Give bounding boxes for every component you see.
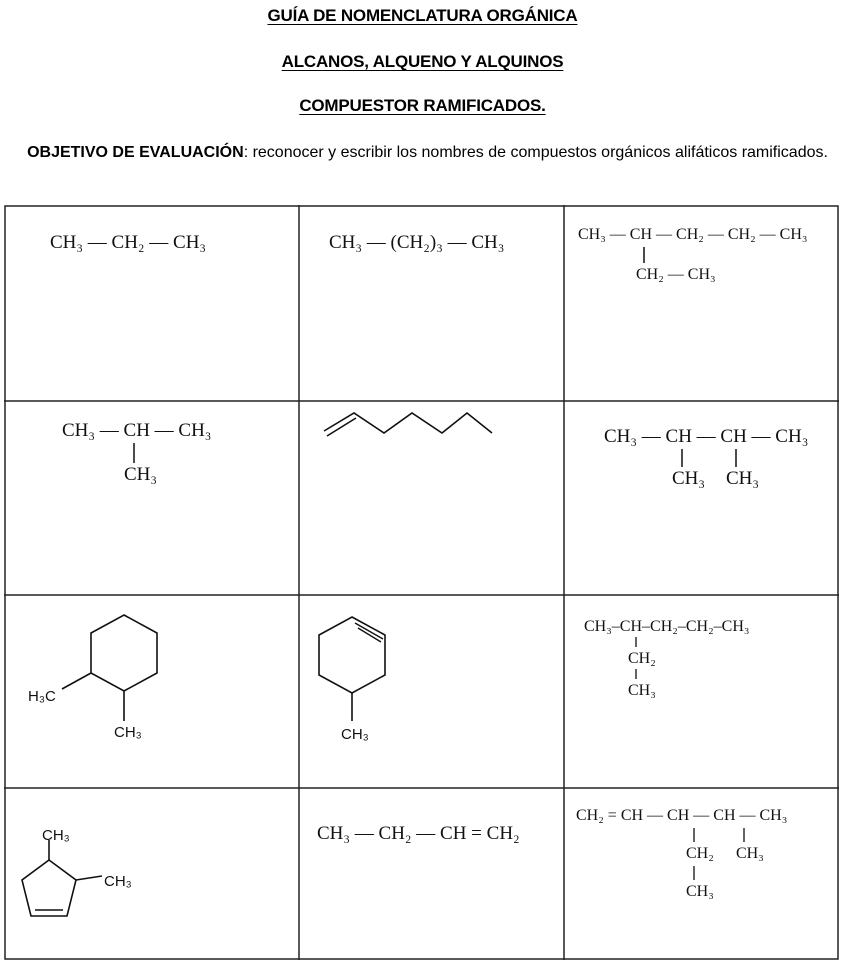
- formula-branch-1: CH₂: [686, 845, 714, 862]
- label-ch3-top: CH₃: [42, 827, 70, 844]
- cell-pentane: CH₃ — (CH₂)₃ — CH₃: [299, 205, 564, 401]
- cell-2-3-dimethylbutane: CH₃ — CH — CH — CH₃ CH₃ CH₃: [564, 401, 839, 595]
- label-h3c: H₃C: [28, 688, 56, 705]
- cell-dimethylhexene: CH₂ = CH — CH — CH — CH₃ CH₂ CH₃ CH₃: [564, 788, 839, 960]
- cyclopentene-ring: [21, 840, 103, 917]
- formula-main: CH₂ = CH — CH — CH — CH₃: [576, 807, 788, 824]
- objective-text: : reconocer y escribir los nombres de co…: [243, 144, 828, 161]
- cell-1-butene: CH₃ — CH₂ — CH = CH₂: [299, 788, 564, 960]
- formula-main: CH₃ — CH — CH₃: [62, 420, 212, 441]
- formula-branch-1: CH₃: [672, 468, 706, 489]
- cell-dimethylcyclopentene: CH₃ CH₃: [4, 788, 299, 960]
- formula-main: CH₃ — CH₂ — CH = CH₂: [317, 823, 520, 844]
- formula-main: CH₃ — (CH₂)₃ — CH₃: [329, 232, 505, 253]
- cyclohexane-ring: [61, 614, 158, 721]
- formula-main: CH₃ — CH — CH — CH₃: [604, 426, 809, 447]
- objective: OBJETIVO DE EVALUACIÓN: reconocer y escr…: [20, 140, 835, 166]
- title-3: COMPUESTOR RAMIFICADOS.: [299, 96, 546, 115]
- cell-dimethylcyclohexane: H₃C CH₃: [4, 595, 299, 788]
- skeletal-structure: [323, 411, 493, 437]
- cell-methylcyclohexyne: CH₃: [299, 595, 564, 788]
- branch-bond: [643, 247, 645, 263]
- cell-3-methylhexane: CH₃ — CH — CH₂ — CH₂ — CH₃ CH₂ — CH₃: [564, 205, 839, 401]
- cell-hexene-skeletal: [299, 401, 564, 595]
- cell-propane: CH₃ — CH₂ — CH₃: [4, 205, 299, 401]
- label-ch3: CH₃: [341, 726, 369, 743]
- cyclohexyne-ring: [318, 616, 386, 721]
- branch-bonds: [635, 637, 637, 679]
- branch-bonds: [681, 449, 737, 467]
- title-1: GUÍA DE NOMENCLATURA ORGÁNICA: [267, 6, 578, 25]
- formula-branch-2: CH₃: [736, 845, 764, 862]
- branch-bond: [133, 443, 135, 463]
- formula-branch-2: CH₃: [726, 468, 760, 489]
- formula-branch-3: CH₃: [686, 883, 714, 900]
- formula-main: CH₃ — CH₂ — CH₃: [50, 232, 207, 253]
- compound-table: CH₃ — CH₂ — CH₃ CH₃ — (CH₂)₃ — CH₃ CH₃ —…: [4, 205, 839, 960]
- formula-branch-1: CH₂: [628, 650, 656, 667]
- label-ch3-right: CH₃: [104, 873, 132, 890]
- cell-3-methylhexane-2: CH₃–CH–CH₂–CH₂–CH₃ CH₂ CH₃: [564, 595, 839, 788]
- label-ch3: CH₃: [114, 724, 142, 741]
- formula-main: CH₃–CH–CH₂–CH₂–CH₃: [584, 618, 750, 635]
- formula-main: CH₃ — CH — CH₂ — CH₂ — CH₃: [578, 226, 808, 243]
- formula-branch: CH₃: [124, 464, 158, 485]
- cell-isobutane: CH₃ — CH — CH₃ CH₃: [4, 401, 299, 595]
- table-grid-lines: [4, 205, 839, 960]
- branch-bonds: [693, 828, 745, 880]
- formula-branch-2: CH₃: [628, 682, 656, 699]
- objective-label: OBJETIVO DE EVALUACIÓN: [27, 144, 244, 161]
- formula-branch: CH₂ — CH₃: [636, 266, 716, 283]
- title-2: ALCANOS, ALQUENO Y ALQUINOS: [281, 52, 564, 71]
